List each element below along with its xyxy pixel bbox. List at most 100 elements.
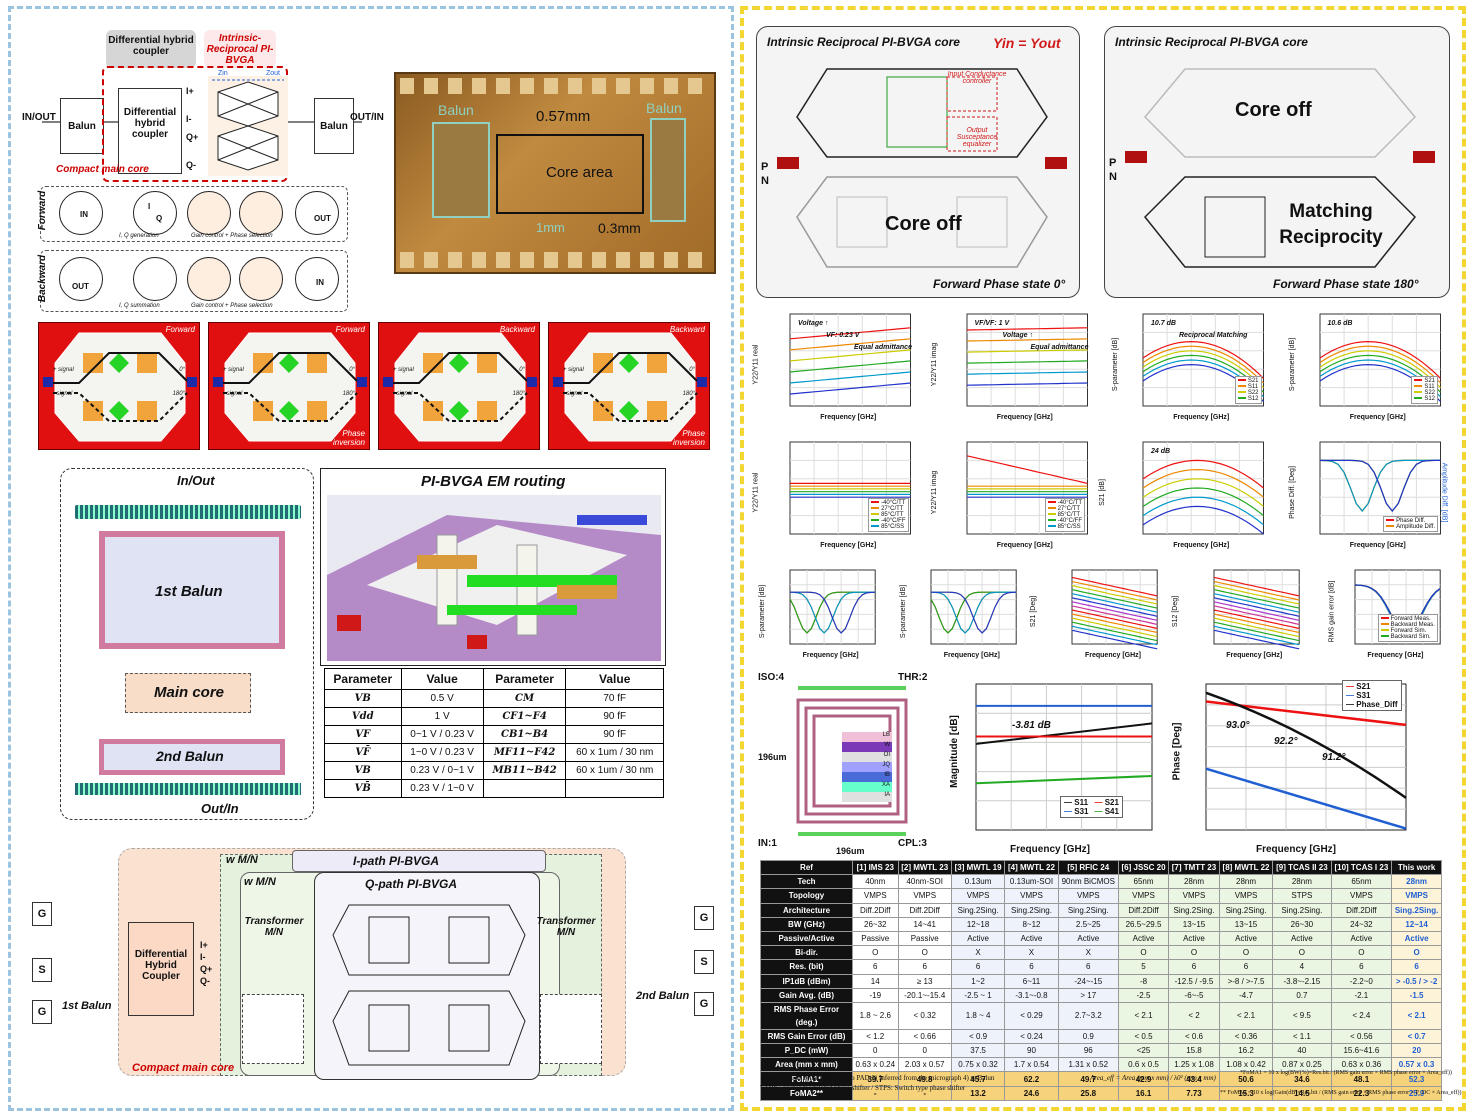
- qpath-label: Q-path PI-BVGA: [365, 877, 457, 891]
- core-left-off: Core off: [885, 213, 962, 235]
- mini-chart-xlabel: Frequency [GHz]: [1173, 542, 1230, 549]
- series-line: [1072, 580, 1158, 601]
- series-line: [1142, 496, 1264, 526]
- cmp-row-header: Gain Avg. (dB): [760, 987, 853, 1003]
- legend-entry: 27°C/TT: [1047, 506, 1082, 512]
- port-i-minus: I-: [186, 114, 192, 124]
- em-pin-label: 180°: [172, 391, 185, 397]
- cmp-cell: 1.7 x 0.54: [1004, 1057, 1059, 1073]
- cmp-cell: 26~32: [852, 916, 899, 932]
- coupler-layer: W: [842, 742, 892, 752]
- series-line: [1072, 584, 1158, 605]
- coupler-cpl: CPL:3: [898, 838, 927, 849]
- param-name: VB: [324, 689, 402, 708]
- series-line: [789, 382, 911, 395]
- cmp-cell: -: [897, 1085, 952, 1101]
- cmp-cell: 13.2: [950, 1085, 1006, 1101]
- cmp-cell: 28nm: [1168, 874, 1220, 890]
- cmp-cell: 6: [1057, 959, 1119, 975]
- inductor-left: [242, 994, 304, 1064]
- mag-note: -3.81 dB: [1012, 720, 1051, 731]
- cmp-area-eff: Area_eff = Area (mm x mm) / λ0² (mm x mm…: [1090, 1074, 1216, 1082]
- param-value: 0~1 V / 0.23 V: [400, 725, 484, 744]
- cmp-cell: 1.31 x 0.52: [1057, 1057, 1119, 1073]
- pad-row-top: [400, 78, 710, 94]
- core-area-label: Core area: [546, 164, 613, 181]
- series-line: [1213, 580, 1299, 601]
- series-line: [1319, 459, 1440, 512]
- cmp-cell: 25.9: [1391, 1085, 1442, 1101]
- cmp-cell: < 0.56: [1330, 1028, 1393, 1045]
- mini-chart: Phase Diff. [Deg]Frequency [GHz]Amplitud…: [1285, 436, 1450, 554]
- legend-entry: Forward Sim.: [1380, 628, 1435, 634]
- cmp-header-cell: [8] MWTL 22: [1218, 859, 1274, 876]
- bwd-circle-out: OUT: [59, 257, 103, 301]
- stack-in-out: In/Out: [177, 473, 215, 488]
- series-line: [1142, 340, 1264, 379]
- em-pin-label: 0°: [349, 367, 355, 373]
- cmp-cell: -2.5: [1117, 987, 1170, 1003]
- series-line: [1213, 605, 1299, 625]
- cmp-row-header: P_DC (mW): [760, 1043, 853, 1059]
- die-balun-right: [650, 118, 686, 222]
- mini-chart-xlabel: Frequency [GHz]: [802, 652, 859, 659]
- cmp-cell: O: [1272, 945, 1332, 961]
- cmp-cell: -3.1~-0.8: [1004, 987, 1059, 1003]
- qpath-box: Q-path PI-BVGA: [314, 872, 540, 1080]
- cmp-cell: 0.63 x 0.24: [852, 1057, 899, 1073]
- cmp-cell: 28nm: [1391, 874, 1442, 890]
- mag-legend-entry: — S21: [1094, 798, 1119, 807]
- bottom-port-i-minus: I-: [200, 952, 206, 962]
- em-state-art: [553, 332, 707, 442]
- core-left-n: N: [761, 175, 769, 187]
- legend-entry: -40°C/FF: [1047, 518, 1082, 524]
- cmp-cell: VMPS: [852, 888, 899, 904]
- cmp-cell: VMPS: [950, 888, 1006, 904]
- coupler-layer: XA: [842, 782, 892, 792]
- series-line: [1319, 350, 1441, 389]
- cmp-cell: -: [852, 1085, 899, 1101]
- magnitude-chart: Magnitude [dB]Frequency [GHz]-3.81 dB— S…: [940, 676, 1166, 862]
- core-right-matching: Matching Reciprocity: [1279, 201, 1383, 248]
- cmp-cell: >-8 / >-7.5: [1218, 973, 1274, 989]
- em-pin-label: - signal: [393, 391, 413, 397]
- param-value: [565, 779, 664, 798]
- cmp-cell: X: [950, 945, 1006, 961]
- cmp-cell: 6: [1004, 959, 1059, 975]
- cmp-cell: 40nm: [852, 874, 899, 890]
- param-name: VF: [324, 725, 402, 744]
- mini-chart-svg: [1213, 569, 1300, 650]
- cmp-cell: -1.5: [1391, 987, 1442, 1003]
- legend-entry: 85°C/TT: [1047, 512, 1082, 518]
- cmp-cell: Sing.2Sing.: [1391, 902, 1442, 918]
- cmp-footnote-1: 1) wo / Balun (Diff to Diff) 2) wo PAD 3…: [760, 1074, 995, 1082]
- series-line: [966, 360, 1088, 364]
- cmp-cell: VMPS: [1218, 888, 1274, 904]
- bottom-port-q-plus: Q+: [200, 964, 213, 974]
- cmp-header-cell: [6] JSSC 20: [1117, 859, 1170, 876]
- param-value: 90 fF: [565, 707, 664, 726]
- cmp-cell: 0.87 x 0.25: [1272, 1057, 1332, 1073]
- cmp-cell: O: [1168, 945, 1220, 961]
- em-state-tag: Backward: [669, 325, 705, 334]
- cmp-cell: 0.75 x 0.32: [950, 1057, 1006, 1073]
- fwd-caption-2: Gain control + Phase selection: [191, 233, 273, 239]
- mini-chart-xlabel: Frequency [GHz]: [996, 542, 1053, 549]
- cmp-row-header: RMS Phase Error (deg.): [760, 1001, 853, 1030]
- comparison-table-wrap: Ref[1] IMS 23[2] MWTL 23[3] MWTL 19[4] M…: [760, 859, 1461, 1101]
- legend-entry: Backward Meas.: [1380, 622, 1435, 628]
- series-line: [1319, 345, 1441, 384]
- mini-chart-ylabel: Y22/Y11 imag: [930, 470, 938, 515]
- cmp-cell: Active: [1330, 930, 1393, 947]
- series-line: [966, 371, 1088, 375]
- series-line: [966, 327, 1088, 331]
- series-line: [1213, 601, 1299, 621]
- param-header-row: Parameter Value Parameter Value: [324, 668, 664, 690]
- series-line: [789, 371, 911, 384]
- cmp-cell: Active: [1117, 930, 1170, 947]
- in-out-label: IN/OUT: [22, 112, 56, 123]
